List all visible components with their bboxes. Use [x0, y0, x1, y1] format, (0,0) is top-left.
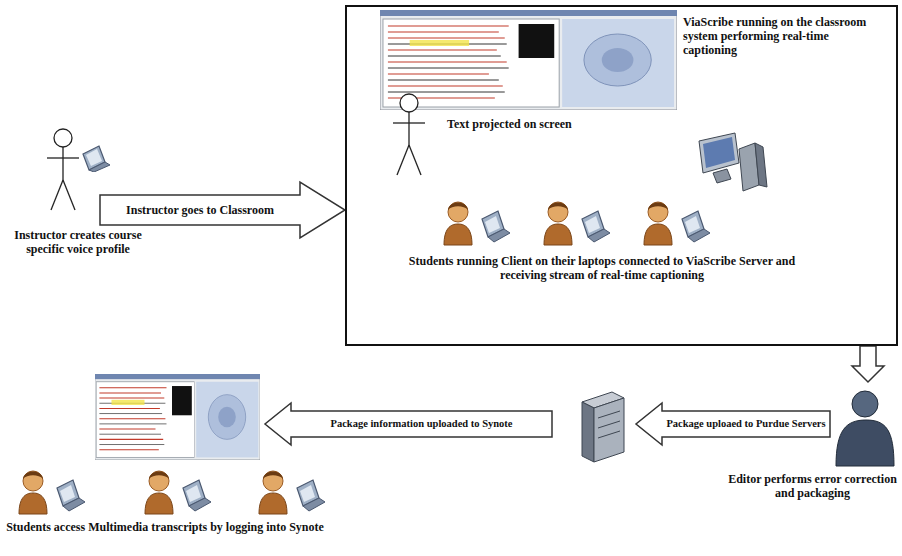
student-icon: [544, 202, 610, 245]
node-text: Instructor creates course specific voice…: [3, 228, 153, 256]
illustration: [5, 372, 335, 522]
student-icon: [644, 202, 710, 245]
node-text: Students access Multimedia transcripts b…: [5, 520, 325, 534]
block-arrow: [636, 403, 830, 445]
computer-icon: [699, 133, 767, 191]
arrow-label: Package information uploaded to Synote: [328, 417, 514, 431]
node-box: Students access Multimedia transcripts b…: [5, 372, 265, 522]
stick-figure: [393, 94, 425, 175]
stick-figure: [47, 129, 79, 210]
node-text: Students running Client on their laptops…: [387, 254, 817, 282]
node-box: Editor performs error correction and pac…: [830, 384, 898, 469]
student-icon: [444, 202, 510, 245]
node-box: ViaScribe running on the classroom syste…: [345, 5, 898, 346]
arrow-label: Instructor goes to Classroom: [124, 203, 276, 218]
block-arrow-connector: [265, 403, 830, 445]
illustration: [830, 384, 898, 469]
node-text: Editor performs error correction and pac…: [725, 472, 900, 500]
server-icon: [582, 392, 624, 462]
student-icon: [259, 471, 325, 514]
laptop-icon: [83, 146, 110, 172]
arrow-label: Package uploaed to Purdue Servers: [664, 417, 827, 431]
node-box: Instructor creates course specific voice…: [5, 118, 100, 226]
screenshot: [95, 374, 260, 460]
node-text: Text projected on screen: [447, 117, 627, 131]
student-icon: [19, 471, 85, 514]
screenshot: [380, 10, 677, 110]
block-arrow: [265, 403, 552, 445]
block-arrow: [852, 346, 884, 382]
student-icon: [145, 471, 211, 514]
editor-figure: [836, 391, 894, 466]
block-arrow-connector: [852, 346, 884, 382]
node-text: ViaScribe running on the classroom syste…: [683, 15, 883, 57]
illustration: [347, 7, 900, 348]
